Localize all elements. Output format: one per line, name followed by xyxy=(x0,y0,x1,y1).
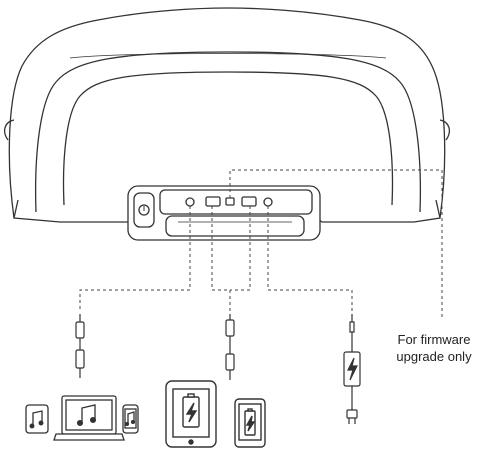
power-in-port xyxy=(263,197,273,207)
connection-lines xyxy=(79,169,443,318)
tablet-charging-icon xyxy=(165,380,217,448)
firmware-note: For firmware upgrade only xyxy=(388,331,480,365)
aux-audio-cable-icon xyxy=(75,314,85,378)
power-adapter-icon xyxy=(343,314,361,424)
speaker-icon xyxy=(3,7,451,223)
micro-usb-port xyxy=(225,197,235,206)
usb-cable-icon xyxy=(225,314,235,380)
phone-charging-icon xyxy=(234,398,266,448)
music-player-icon xyxy=(25,404,49,434)
laptop-music-icon xyxy=(53,395,125,441)
rear-panel xyxy=(127,185,321,241)
phone-music-icon xyxy=(122,404,139,434)
firmware-note-line1: For firmware xyxy=(397,332,471,347)
usb-port-right xyxy=(241,196,257,207)
firmware-note-line2: upgrade only xyxy=(396,349,472,364)
aux-in-port xyxy=(185,197,195,207)
usb-port-left xyxy=(205,196,221,207)
